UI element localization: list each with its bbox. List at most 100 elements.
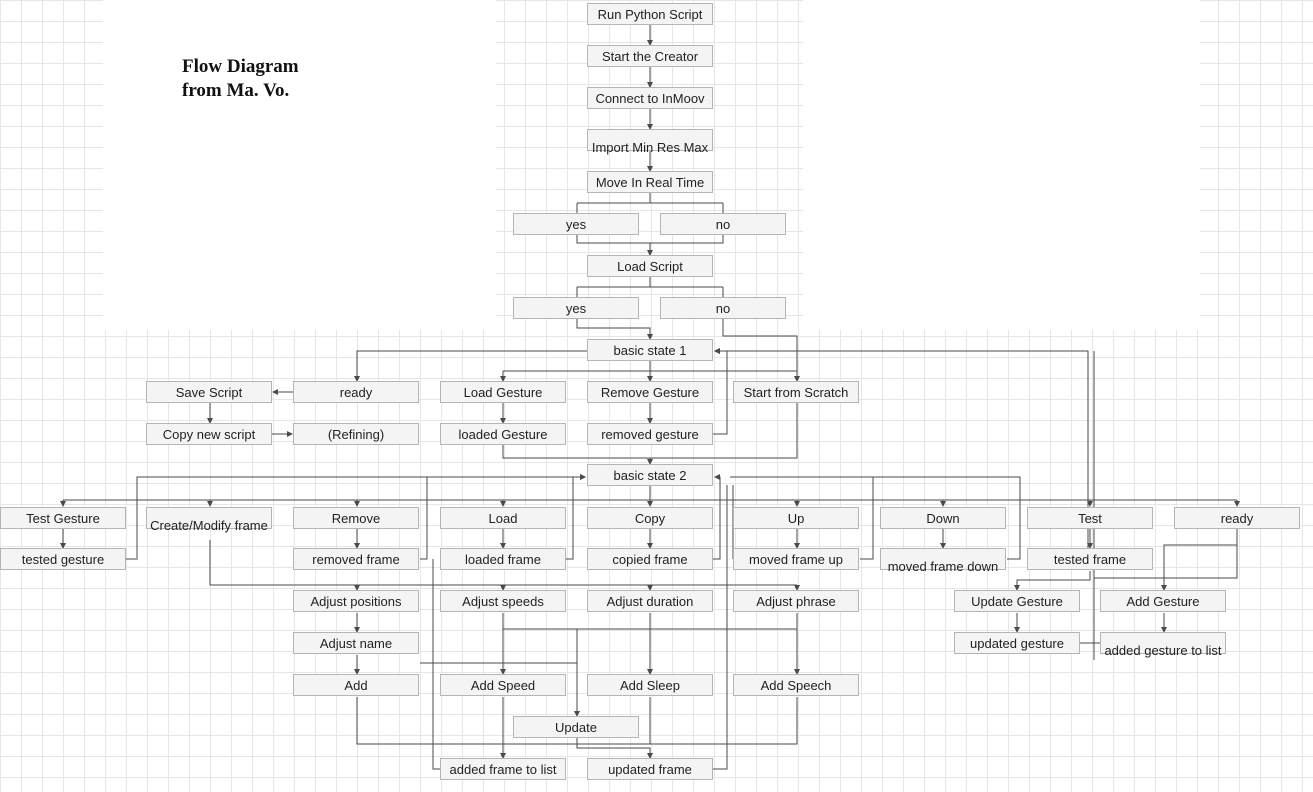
node-label: Add Speed: [470, 677, 536, 693]
node-update[interactable]: Update: [513, 716, 639, 738]
node-refining[interactable]: (Refining): [293, 423, 419, 445]
node-removed-gesture[interactable]: removed gesture: [587, 423, 713, 445]
node-label: Add: [344, 677, 368, 693]
node-label: (Refining): [327, 426, 385, 442]
node-test[interactable]: Test: [1027, 507, 1153, 529]
node-added-gesture-to-list[interactable]: added gesture to list: [1100, 632, 1226, 658]
node-move-in-real-time[interactable]: Move In Real Time: [587, 171, 713, 193]
canvas-panel-top-right: [803, 0, 1200, 330]
node-adjust-name[interactable]: Adjust name: [293, 632, 419, 654]
node-start-from-scratch[interactable]: Start from Scratch: [733, 381, 859, 403]
node-label: removed gesture: [601, 426, 699, 442]
node-adjust-positions[interactable]: Adjust positions: [293, 590, 419, 612]
node-adjust-phrase[interactable]: Adjust phrase: [733, 590, 859, 612]
node-moved-frame-down[interactable]: moved frame down: [880, 548, 1006, 574]
node-yes-realtime[interactable]: yes: [513, 213, 639, 235]
node-load-frame[interactable]: Load: [440, 507, 566, 529]
node-label: loaded frame: [465, 551, 541, 567]
canvas-panel-top-left: [103, 0, 496, 330]
node-label: Update: [555, 719, 597, 735]
node-copied-frame[interactable]: copied frame: [587, 548, 713, 570]
edge-ready-add-gesture: [1161, 529, 1238, 591]
node-down[interactable]: Down: [880, 507, 1006, 529]
edge-removed-back-basic1: [713, 348, 728, 435]
node-start-the-creator[interactable]: Start the Creator: [587, 45, 713, 67]
node-add-speed[interactable]: Add Speed: [440, 674, 566, 696]
node-tested-gesture[interactable]: tested gesture: [0, 548, 126, 570]
node-up[interactable]: Up: [733, 507, 859, 529]
node-moved-frame-up[interactable]: moved frame up: [733, 548, 859, 570]
node-copy-frame[interactable]: Copy: [587, 507, 713, 529]
node-added-frame-to-list[interactable]: added frame to list: [440, 758, 566, 780]
node-label: tested frame: [1053, 551, 1127, 567]
node-load-script[interactable]: Load Script: [587, 255, 713, 277]
node-loaded-gesture[interactable]: loaded Gesture: [440, 423, 566, 445]
node-import-min-res-max[interactable]: Import Min Res Max: [587, 129, 713, 155]
node-connect-to-inmoov[interactable]: Connect to InMoov: [587, 87, 713, 109]
node-label: Load: [488, 510, 518, 526]
node-label: Remove Gesture: [600, 384, 700, 400]
node-label: updated frame: [608, 761, 692, 777]
node-label: Start from Scratch: [743, 384, 849, 400]
node-label: basic state 2: [613, 467, 687, 483]
edge-move-branch: [576, 193, 724, 213]
node-create-modify-frame[interactable]: Create/Modify frame: [146, 507, 272, 533]
node-copy-new-script[interactable]: Copy new script: [146, 423, 272, 445]
node-update-gesture[interactable]: Update Gesture: [954, 590, 1080, 612]
node-adjust-duration[interactable]: Adjust duration: [587, 590, 713, 612]
node-remove-frame[interactable]: Remove: [293, 507, 419, 529]
node-yes-load-script[interactable]: yes: [513, 297, 639, 319]
node-label: Create/Modify frame: [150, 517, 268, 533]
edge-tested-frame-update: [1014, 571, 1091, 591]
node-add-sleep[interactable]: Add Sleep: [587, 674, 713, 696]
node-remove-gesture[interactable]: Remove Gesture: [587, 381, 713, 403]
node-loaded-frame[interactable]: loaded frame: [440, 548, 566, 570]
node-removed-frame[interactable]: removed frame: [293, 548, 419, 570]
node-ready-state2[interactable]: ready: [1174, 507, 1300, 529]
node-label: basic state 1: [613, 342, 687, 358]
node-label: Test Gesture: [26, 510, 100, 526]
node-label: Update Gesture: [971, 593, 1063, 609]
node-basic-state-1[interactable]: basic state 1: [587, 339, 713, 361]
node-label: Adjust duration: [606, 593, 694, 609]
node-updated-gesture[interactable]: updated gesture: [954, 632, 1080, 654]
diagram-title: Flow Diagram from Ma. Vo.: [182, 55, 299, 103]
node-label: Add Sleep: [620, 677, 680, 693]
node-save-script[interactable]: Save Script: [146, 381, 272, 403]
node-load-gesture[interactable]: Load Gesture: [440, 381, 566, 403]
node-label: Load Gesture: [463, 384, 543, 400]
node-run-python-script[interactable]: Run Python Script: [587, 3, 713, 25]
edge-loaded-scratch-basic2: [502, 403, 798, 464]
node-label: Remove: [331, 510, 381, 526]
node-label: Save Script: [175, 384, 243, 400]
node-adjust-speeds[interactable]: Adjust speeds: [440, 590, 566, 612]
node-updated-frame[interactable]: updated frame: [587, 758, 713, 780]
node-no-realtime[interactable]: no: [660, 213, 786, 235]
node-label: added gesture to list: [1104, 642, 1222, 658]
node-label: Test: [1078, 510, 1102, 526]
node-add-speech[interactable]: Add Speech: [733, 674, 859, 696]
node-label: loaded Gesture: [458, 426, 548, 442]
node-test-gesture[interactable]: Test Gesture: [0, 507, 126, 529]
node-label: no: [715, 216, 731, 232]
diagram-title-line-1: Flow Diagram: [182, 56, 299, 77]
node-label: Import Min Res Max: [591, 139, 709, 155]
node-label: Start the Creator: [601, 48, 699, 64]
node-label: Down: [926, 510, 960, 526]
edge-basic1-fan: [356, 350, 797, 372]
node-basic-state-2[interactable]: basic state 2: [587, 464, 713, 486]
node-label: added frame to list: [449, 761, 557, 777]
node-no-load-script[interactable]: no: [660, 297, 786, 319]
node-tested-frame[interactable]: tested frame: [1027, 548, 1153, 570]
node-label: Adjust speeds: [462, 593, 544, 609]
edge-basic2-fan: [63, 486, 1237, 501]
node-add[interactable]: Add: [293, 674, 419, 696]
node-add-gesture[interactable]: Add Gesture: [1100, 590, 1226, 612]
node-label: Add Gesture: [1126, 593, 1200, 609]
node-label: Up: [787, 510, 805, 526]
node-label: Run Python Script: [597, 6, 703, 22]
node-ready-state1[interactable]: ready: [293, 381, 419, 403]
node-label: tested gesture: [21, 551, 105, 567]
node-label: Connect to InMoov: [595, 90, 705, 106]
